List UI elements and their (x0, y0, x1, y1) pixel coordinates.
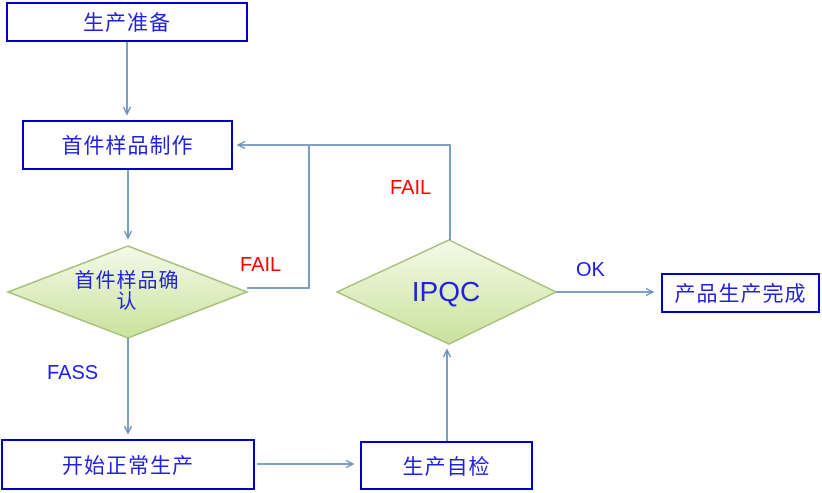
edge-confirm-fail-loop (247, 146, 310, 289)
edge-label-ok: OK (576, 259, 605, 281)
node-first-confirm-label: 首件样品确认 (74, 270, 180, 313)
node-complete-label: 产品生产完成 (674, 282, 807, 306)
node-start-prod-label: 开始正常生产 (62, 453, 194, 478)
edge-label-fass: FASS (47, 362, 99, 384)
node-self-check: 生产自检 (360, 441, 533, 490)
node-prep: 生产准备 (6, 2, 248, 42)
node-first-sample: 首件样品制作 (22, 120, 233, 170)
edge-label-ipqc-fail: FAIL (390, 177, 432, 199)
node-prep-label: 生产准备 (83, 11, 171, 35)
node-self-check-label: 生产自检 (402, 454, 491, 479)
decision-ipqc-shape (335, 239, 558, 345)
node-ipqc-label: IPQC (411, 276, 481, 307)
node-complete: 产品生产完成 (661, 273, 820, 313)
edge-label-confirm-fail: FAIL (240, 254, 282, 276)
node-first-sample-label: 首件样品制作 (61, 134, 194, 158)
edge-ipqc-fail-loop (236, 140, 451, 240)
node-start-prod: 开始正常生产 (1, 439, 255, 490)
